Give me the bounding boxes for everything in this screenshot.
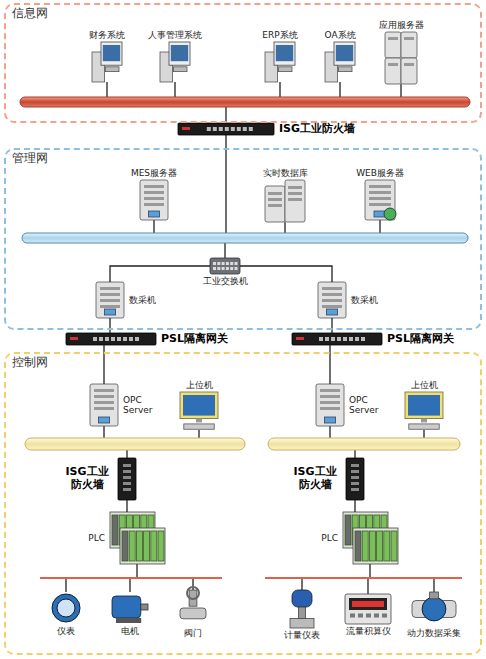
device-node: 工业交换机 <box>210 258 240 274</box>
device-label: 上位机 <box>411 380 438 390</box>
device-node: ISG工业防火墙 <box>178 123 274 135</box>
network-link <box>109 318 110 333</box>
device-node: OA系统 <box>325 42 355 82</box>
device-label: PSL隔离网关 <box>161 333 228 346</box>
device-label: PSL隔离网关 <box>387 333 454 346</box>
device-label: MES服务器 <box>131 168 177 178</box>
device-label: 阀门 <box>184 628 202 638</box>
device-node: ISG工业 防火墙 <box>118 458 136 500</box>
device-node: 上位机 <box>180 392 218 430</box>
device-node: 计量仪表 <box>290 590 314 628</box>
device-node: 数采机 <box>318 282 346 318</box>
device-label: 实时数据库 <box>263 168 308 178</box>
device-node: ISG工业 防火墙 <box>346 458 364 500</box>
network-link <box>126 500 127 512</box>
device-label: 流量积算仪 <box>346 626 391 636</box>
device-label: 电机 <box>121 626 139 636</box>
device-node: WEB服务器 <box>365 180 395 220</box>
device-label: 仪表 <box>57 626 75 636</box>
device-label: OA系统 <box>324 30 355 40</box>
network-zone: 控制网OPC Server上位机OPC Server上位机ISG工业 防火墙PL… <box>4 352 482 655</box>
network-zone: 管理网MES服务器实时数据库WEB服务器工业交换机数采机数采机 <box>4 148 482 330</box>
device-label: 计量仪表 <box>284 630 320 640</box>
device-label: 应用服务器 <box>379 20 424 30</box>
device-node: 流量积算仪 <box>345 594 391 624</box>
device-node: 应用服务器 <box>385 32 417 84</box>
device-node: ERP系统 <box>265 42 295 82</box>
device-node: 人事管理系统 <box>160 42 190 82</box>
network-link <box>354 500 355 512</box>
zone-heading: 管理网 <box>12 152 48 166</box>
device-node: OPC Server <box>90 384 118 426</box>
device-label: 动力数据采集 <box>407 628 461 638</box>
device-label: OPC Server <box>349 395 379 416</box>
device-label: PLC <box>321 533 338 543</box>
network-link <box>103 345 104 384</box>
device-label: WEB服务器 <box>356 168 404 178</box>
device-node: PLC <box>343 512 398 564</box>
device-label: PLC <box>88 533 105 543</box>
device-node: 上位机 <box>405 392 443 430</box>
device-node: 仪表 <box>50 592 82 624</box>
device-node: OPC Server <box>316 384 344 426</box>
device-node: PSL隔离网关 <box>292 333 382 345</box>
device-node: MES服务器 <box>140 180 168 220</box>
device-node: 动力数据采集 <box>412 592 456 626</box>
device-label: 数采机 <box>351 295 378 305</box>
device-node: 实时数据库 <box>265 180 305 222</box>
device-label: 数采机 <box>129 295 156 305</box>
device-node: 电机 <box>112 592 148 624</box>
device-label: 工业交换机 <box>203 276 248 286</box>
device-label: ERP系统 <box>262 30 297 40</box>
network-zone: 信息网财务系统人事管理系统ERP系统OA系统应用服务器 <box>4 3 482 123</box>
device-node: PSL隔离网关 <box>66 333 156 345</box>
device-node: 阀门 <box>180 590 206 626</box>
device-label: 人事管理系统 <box>148 30 202 40</box>
network-link <box>329 345 330 384</box>
device-label: 财务系统 <box>89 30 125 40</box>
device-node: PLC <box>110 512 165 564</box>
network-link <box>240 266 332 282</box>
device-label: 上位机 <box>186 380 213 390</box>
network-link <box>331 318 332 333</box>
device-label: OPC Server <box>123 395 153 416</box>
device-label: ISG工业 防火墙 <box>61 466 113 491</box>
zone-heading: 控制网 <box>12 356 48 370</box>
device-label: ISG工业防火墙 <box>279 123 355 136</box>
network-link <box>110 266 210 282</box>
device-node: 数采机 <box>96 282 124 318</box>
device-node: 财务系统 <box>92 42 122 82</box>
zone-heading: 信息网 <box>12 7 48 21</box>
device-label: ISG工业 防火墙 <box>289 466 341 491</box>
